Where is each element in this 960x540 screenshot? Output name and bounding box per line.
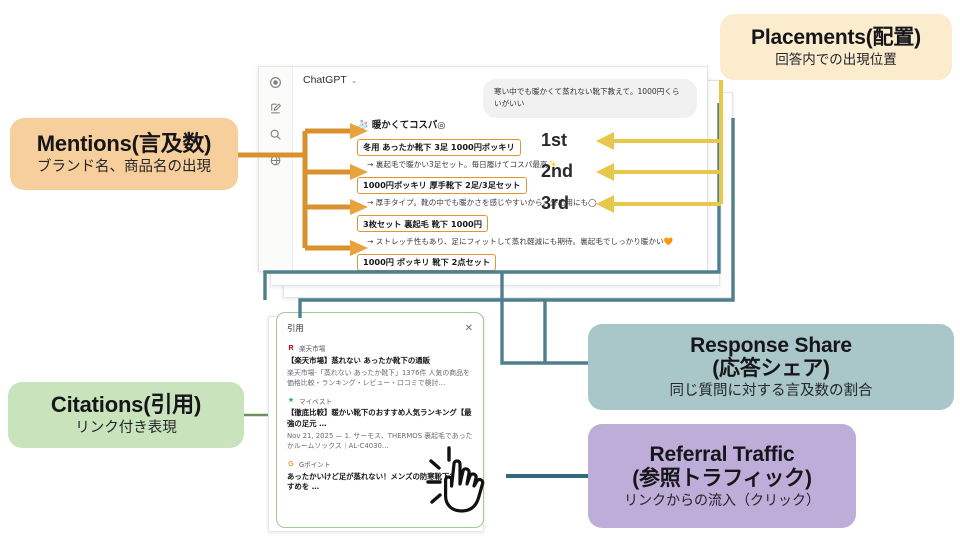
close-icon[interactable]: ✕	[464, 322, 473, 334]
citations-panel: 引用 ✕ R 楽天市場 【楽天市場】蒸れない あったか靴下の通販 楽天市場-「蒸…	[276, 312, 484, 528]
callout-title-line2: (応答シェア)	[712, 357, 830, 381]
callout-subtitle: 同じ質問に対する言及数の割合	[669, 382, 873, 399]
citation-title[interactable]: 【楽天市場】蒸れない あったか靴下の通販	[287, 355, 430, 365]
click-burst-lines	[426, 446, 451, 504]
answer-heading: 🧦 暖かくてコスパ◎	[357, 120, 446, 131]
model-name[interactable]: ChatGPT	[303, 74, 347, 86]
callout-subtitle: 回答内での出現位置	[775, 51, 897, 67]
citation-snippet: 楽天市場-「蒸れない あったか靴下」1376件 人気の商品を価格比較・ランキング…	[287, 368, 470, 387]
rank-label-3rd: 3rd	[541, 193, 570, 213]
answer-item: 1000円 ポッキリ 靴下 2点セット → ベーシックな冬用靴下の2点セット。迷…	[357, 252, 701, 271]
citation-source-name: マイベスト	[299, 397, 333, 406]
citation-source: R 楽天市場	[287, 343, 473, 354]
mention-chip[interactable]: 冬用 あったか靴下 3足 1000円ポッキリ	[357, 138, 521, 156]
callout-title: Mentions(言及数)	[36, 130, 212, 156]
citation-snippet: Nov 21, 2025 — 1. サーモス、THERMOS 裏起毛であったかル…	[287, 432, 473, 451]
callout-mentions: Mentions(言及数) ブランド名、商品名の出現	[10, 118, 238, 190]
openai-logo-icon	[269, 76, 282, 89]
callout-citations: Citations(引用) リンク付き表現	[8, 382, 244, 448]
chat-sidebar	[259, 67, 293, 271]
user-message-bubble: 寒い中でも暖かくて蒸れない靴下教えて。1000円くらいがいい	[483, 79, 697, 118]
rank-label-1st: 1st	[541, 130, 568, 150]
search-icon[interactable]	[269, 128, 282, 141]
citation-source: G Gポイント	[287, 459, 473, 470]
library-icon[interactable]	[269, 154, 282, 167]
citation-source-name: 楽天市場	[299, 345, 326, 353]
callout-subtitle: リンクからの流入（クリック）	[624, 492, 820, 509]
mention-chip[interactable]: 1000円ポッキリ 厚手靴下 2足/3足セット	[357, 176, 527, 194]
citations-panel-title: 引用	[287, 323, 304, 333]
citation-title[interactable]: 【徹底比較】暖かい靴下のおすすめ人気ランキング【最強の足元 …	[287, 408, 472, 428]
rank-label-2nd: 2nd	[541, 161, 574, 181]
citation-source: ★ マイベスト	[287, 396, 473, 406]
callout-title: Placements(配置)	[751, 26, 921, 50]
chatgpt-window: ChatGPT ⌄ 寒い中でも暖かくて蒸れない靴下教えて。1000円くらいがいい…	[258, 66, 708, 272]
callout-referral-traffic: Referral Traffic (参照トラフィック) リンクからの流入（クリッ…	[588, 424, 856, 528]
favicon-rakuten-icon: R	[288, 344, 294, 352]
answer-item: 1000円ポッキリ 厚手靴下 2足/3足セット → 厚手タイプ。靴の中でも暖かさ…	[357, 175, 701, 208]
callout-placements: Placements(配置) 回答内での出現位置	[720, 14, 952, 80]
chevron-down-icon[interactable]: ⌄	[350, 75, 358, 85]
callout-title-line2: (参照トラフィック)	[632, 466, 812, 490]
mention-chip[interactable]: 1000円 ポッキリ 靴下 2点セット	[357, 253, 497, 271]
mention-description: → 裏起毛で暖かい3足セット。毎日履けてコスパ最高✨	[367, 160, 557, 169]
callout-title-line1: Response Share	[690, 333, 852, 357]
answer-item: 3枚セット 裏起毛 靴下 1000円 → ストレッチ性もあり、足にフィットして蒸…	[357, 214, 701, 247]
mention-description: → ストレッチ性もあり、足にフィットして蒸れ軽減にも期待。裏起毛でしっかり暖かい…	[367, 236, 674, 246]
mention-description: → 厚手タイプ。靴の中でも暖かさを感じやすいから、外出用にも◯	[367, 198, 597, 208]
callout-subtitle: リンク付き表現	[75, 419, 177, 436]
click-hand-cursor-icon	[424, 444, 508, 533]
assistant-answer: 🧦 暖かくてコスパ◎ 冬用 あったか靴下 3足 1000円ポッキリ → 裏起毛で…	[357, 117, 701, 271]
new-chat-pencil-icon[interactable]	[269, 102, 282, 115]
citation-item[interactable]: G Gポイント あったかいけど足が蒸れない！メンズの防寒靴下でおすすめを …	[287, 459, 473, 493]
chat-topbar: ChatGPT ⌄	[293, 67, 707, 93]
answer-item: 冬用 あったか靴下 3足 1000円ポッキリ → 裏起毛で暖かい3足セット。毎日…	[357, 137, 701, 170]
callout-title-line1: Referral Traffic	[649, 443, 795, 467]
citation-title[interactable]: あったかいけど足が蒸れない！メンズの防寒靴下でおすすめを …	[287, 471, 472, 492]
callout-response-share: Response Share (応答シェア) 同じ質問に対する言及数の割合	[588, 324, 954, 410]
callout-title: Citations(引用)	[50, 391, 202, 417]
citations-panel-header: 引用 ✕	[287, 322, 473, 334]
favicon-gpoint-icon: G	[288, 460, 294, 468]
citation-item[interactable]: ★ マイベスト 【徹底比較】暖かい靴下のおすすめ人気ランキング【最強の足元 … …	[287, 396, 473, 451]
favicon-mybest-icon: ★	[287, 397, 295, 405]
callout-subtitle: ブランド名、商品名の出現	[37, 158, 211, 175]
citation-item[interactable]: R 楽天市場 【楽天市場】蒸れない あったか靴下の通販 楽天市場-「蒸れない あ…	[287, 343, 473, 388]
hand-shape	[444, 459, 485, 513]
citation-source-name: Gポイント	[299, 461, 331, 470]
mention-chip[interactable]: 3枚セット 裏起毛 靴下 1000円	[357, 215, 488, 233]
